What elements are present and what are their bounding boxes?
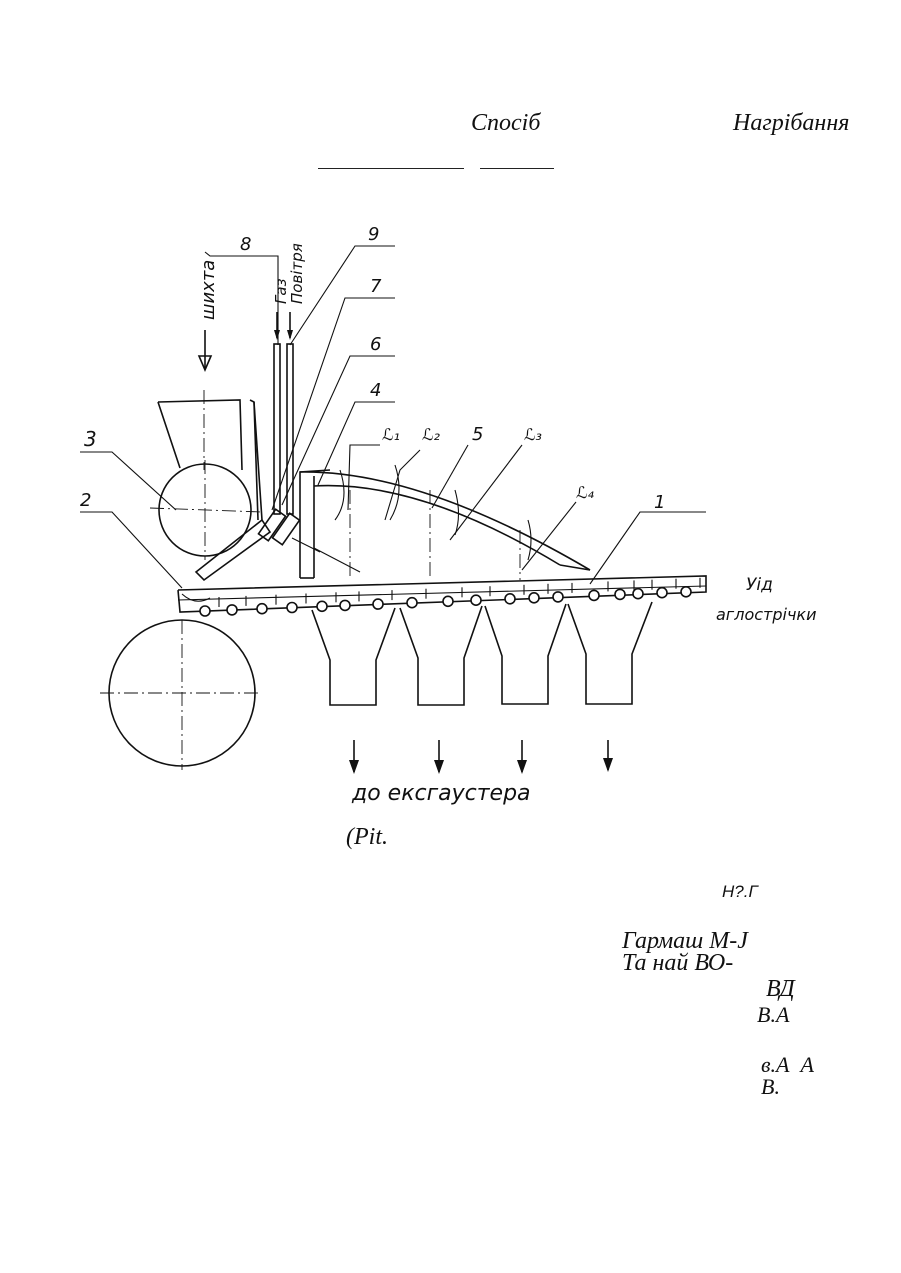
belt-roller: [407, 598, 417, 608]
document-code: Н?.Г: [722, 882, 758, 902]
label-8: 8: [240, 234, 251, 255]
author-line-4: В.А: [757, 1002, 789, 1028]
belt-roller: [633, 589, 643, 599]
label-povitria: Повітря: [288, 243, 306, 304]
belt-roller: [443, 596, 453, 606]
label-1: 1: [654, 492, 665, 513]
figure-caption: (Pit.: [346, 824, 388, 851]
label-2: 2: [80, 490, 91, 511]
label-a1: ℒ₁: [382, 425, 400, 444]
label-from-belt-1: Уід: [746, 575, 773, 595]
label-4: 4: [370, 380, 381, 401]
label-a2: ℒ₂: [422, 425, 441, 444]
feed-hopper: [158, 330, 242, 470]
label-6: 6: [370, 334, 381, 355]
label-shykhta: шихта: [198, 260, 219, 320]
label-a4: ℒ₄: [576, 483, 595, 502]
ignition-hood: [300, 465, 590, 580]
belt-roller: [529, 593, 539, 603]
author-line-3: ВД: [766, 976, 795, 1003]
belt-roller: [317, 601, 327, 611]
belt-roller: [615, 589, 625, 599]
drum-lower: [100, 620, 262, 770]
drum-3: [150, 460, 262, 560]
leader-lines: [80, 246, 706, 588]
label-5: 5: [472, 424, 483, 445]
feed-chute: [196, 400, 270, 580]
belt-roller: [681, 587, 691, 597]
belt-roller: [200, 606, 210, 616]
belt-roller: [505, 594, 515, 604]
belt-roller: [340, 600, 350, 610]
belt-roller: [553, 592, 563, 602]
belt-roller: [657, 588, 667, 598]
label-9: 9: [368, 224, 379, 245]
label-a3: ℒ₃: [524, 425, 542, 444]
author-line-2: Та най ВО-: [622, 950, 733, 977]
label-7: 7: [370, 276, 382, 297]
wind-boxes: [312, 602, 652, 705]
label-from-belt-2: аглострічки: [716, 605, 816, 624]
author-line-6: В.: [761, 1074, 780, 1100]
exhauster-arrows: [349, 740, 613, 774]
belt-roller: [589, 590, 599, 600]
belt-roller: [373, 599, 383, 609]
label-to-exhauster: до ексгаустера: [351, 781, 531, 806]
belt-roller: [287, 603, 297, 613]
gas-air-pipes: [258, 312, 320, 552]
belt-roller: [257, 604, 267, 614]
belt-roller: [471, 595, 481, 605]
label-3: 3: [84, 427, 97, 451]
belt-roller: [227, 605, 237, 615]
